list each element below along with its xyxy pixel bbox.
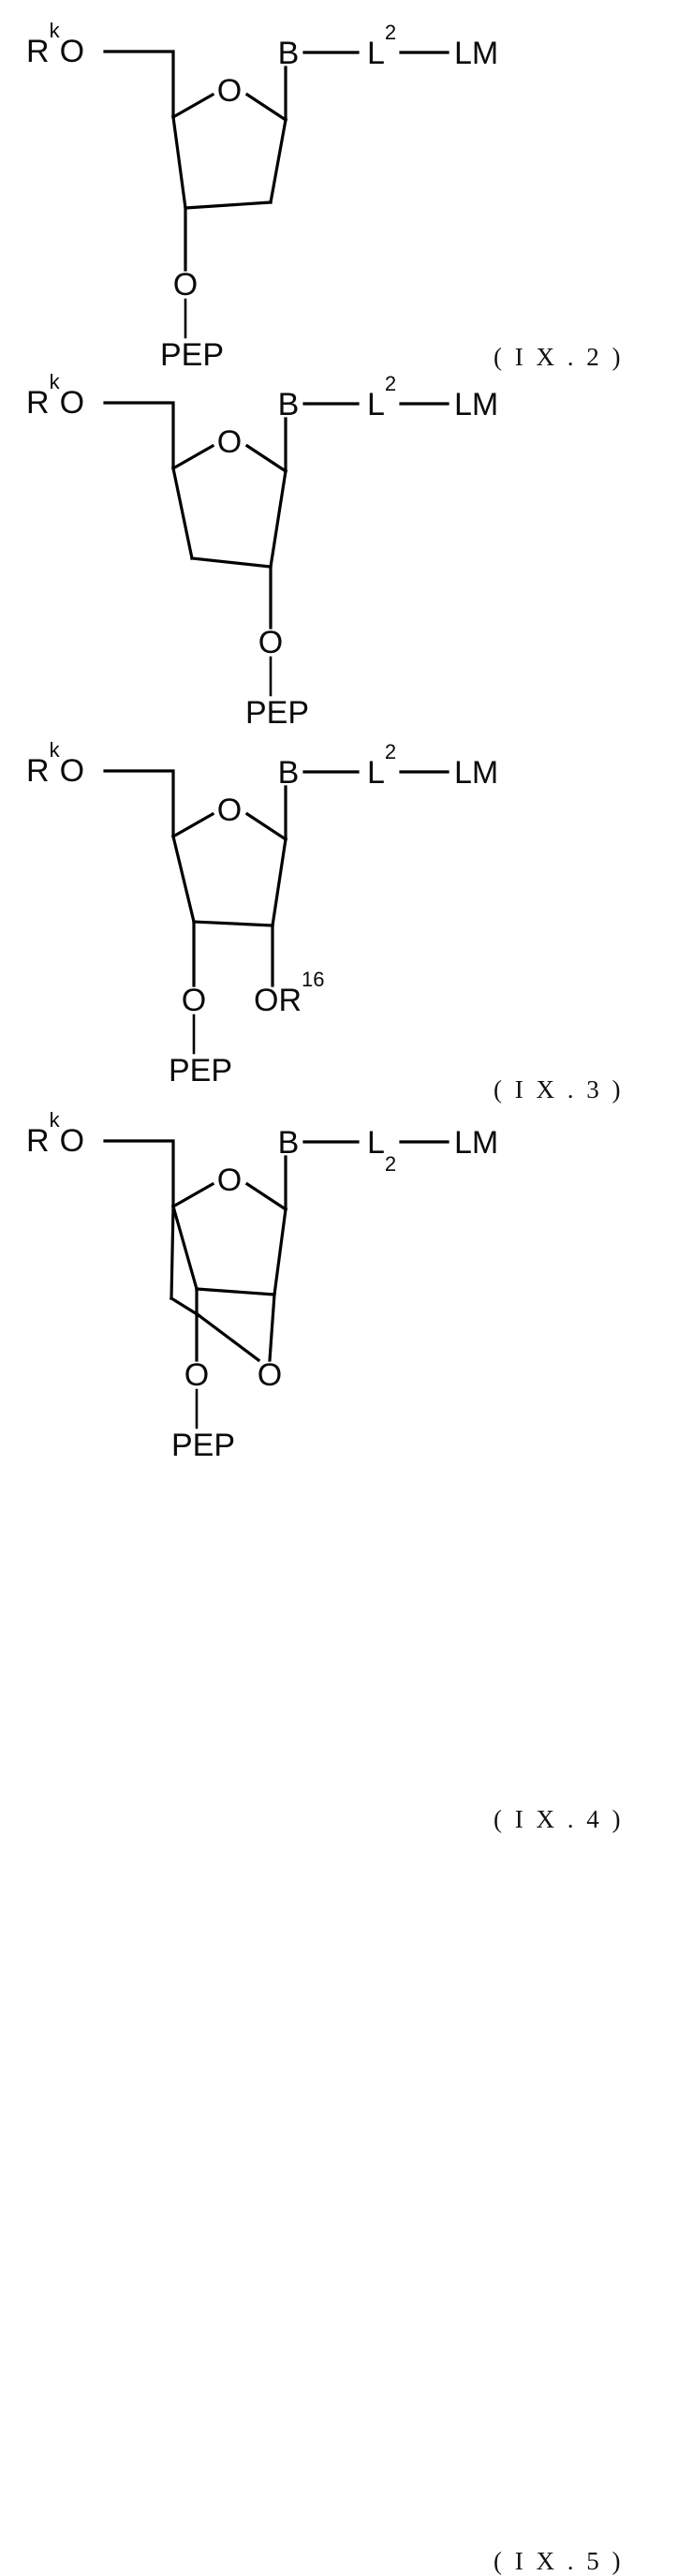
label-base: B xyxy=(278,36,300,71)
label-linker: L2 xyxy=(367,372,396,422)
label-rk-o: RkO xyxy=(26,738,84,789)
bond-5prime-chain xyxy=(103,401,175,470)
bond-o4-c1 xyxy=(244,443,288,474)
bond-c4-o4 xyxy=(170,1181,215,1209)
structure-ix-3: RkO O B L2 LM O PEP ( I X . 3 ) xyxy=(0,370,693,1103)
bond-c2-bridge-oxygen xyxy=(268,1293,276,1362)
bond-c3-c4 xyxy=(171,115,187,210)
bond-c2-c3 xyxy=(192,920,274,927)
label-base: B xyxy=(278,1125,300,1161)
label-3prime-oxygen: O xyxy=(182,983,206,1018)
label-ligand: LM xyxy=(454,36,498,71)
bond-c2-c3 xyxy=(190,556,273,569)
formula-label-ix-3: ( I X . 3 ) xyxy=(494,1075,624,1103)
bond-o4-c1 xyxy=(244,1181,288,1212)
label-linker: L2 xyxy=(367,740,396,791)
bond-bridge-to-oxygen xyxy=(196,1312,261,1363)
structure-ix-2-svg: RkO O B L2 LM O PEP xyxy=(26,19,498,373)
formula-label-ix-5: ( I X . 5 ) xyxy=(494,2547,624,2575)
bond-5prime-chain xyxy=(103,769,175,838)
bond-c3-c4 xyxy=(171,835,196,924)
structure-ix-2: RkO O B L2 LM O PEP ( I X . 2 ) xyxy=(0,0,693,375)
label-pep: PEP xyxy=(171,1428,235,1463)
bond-c1-c2 xyxy=(269,118,288,204)
label-linker: L2 xyxy=(367,1125,396,1176)
label-rk-o: RkO xyxy=(26,1108,84,1159)
bond-c2-c3 xyxy=(184,200,273,210)
formula-label-ix-2: ( I X . 2 ) xyxy=(494,343,624,371)
structure-ix-4: RkO O B L2 LM O PEP OR16 ( I X . 4 ) xyxy=(0,738,693,1833)
bond-o4-c1 xyxy=(244,92,288,123)
formula-label-ix-4: ( I X . 4 ) xyxy=(494,1805,624,1833)
label-ring-oxygen: O xyxy=(217,1162,242,1198)
bond-5prime-chain xyxy=(103,1139,175,1208)
bond-c1-c2 xyxy=(269,469,288,569)
bond-c4-o4 xyxy=(170,443,215,471)
label-3prime-oxygen: O xyxy=(184,1357,209,1393)
label-pep: PEP xyxy=(169,1053,232,1088)
bond-bridge-ch2-to-bridgeO xyxy=(169,1295,201,1318)
bond-c1-c2 xyxy=(273,1207,288,1296)
label-pep: PEP xyxy=(245,695,309,731)
bond-c1-c2 xyxy=(271,837,288,927)
structure-ix-3-svg: RkO O B L2 LM O PEP xyxy=(26,370,498,731)
bond-c3-c4 xyxy=(171,466,194,560)
label-rk-o: RkO xyxy=(26,370,84,421)
bond-o4-c1 xyxy=(244,811,288,842)
label-ring-oxygen: O xyxy=(217,73,242,109)
bond-5prime-chain xyxy=(103,50,175,119)
bond-c4-bridge-ch2 xyxy=(170,1205,175,1300)
label-ligand: LM xyxy=(454,387,498,422)
bond-c4-o4 xyxy=(170,92,215,120)
structure-ix-5-svg: RkO O B L2 LM O O PEP xyxy=(26,1108,498,1463)
label-ligand: LM xyxy=(454,755,498,791)
label-or16: OR16 xyxy=(254,968,325,1018)
label-2prime-oxygen: O xyxy=(258,625,283,660)
label-bridge-oxygen: O xyxy=(258,1357,282,1393)
label-base: B xyxy=(278,387,300,422)
structure-ix-5: RkO O B L2 LM O O PEP ( I X . 5 ) xyxy=(0,1108,693,2575)
label-rk-o: RkO xyxy=(26,19,84,69)
bond-c4-o4 xyxy=(170,811,215,839)
label-base: B xyxy=(278,755,300,791)
label-linker: L2 xyxy=(367,21,396,71)
bond-c2-c3 xyxy=(195,1287,276,1296)
label-ring-oxygen: O xyxy=(217,792,242,828)
label-pep: PEP xyxy=(160,337,224,373)
label-ligand: LM xyxy=(454,1125,498,1161)
label-3prime-oxygen: O xyxy=(173,267,198,303)
label-ring-oxygen: O xyxy=(217,424,242,460)
bond-c3-c4 xyxy=(171,1205,199,1291)
structure-ix-4-svg: RkO O B L2 LM O PEP OR16 xyxy=(26,738,498,1088)
